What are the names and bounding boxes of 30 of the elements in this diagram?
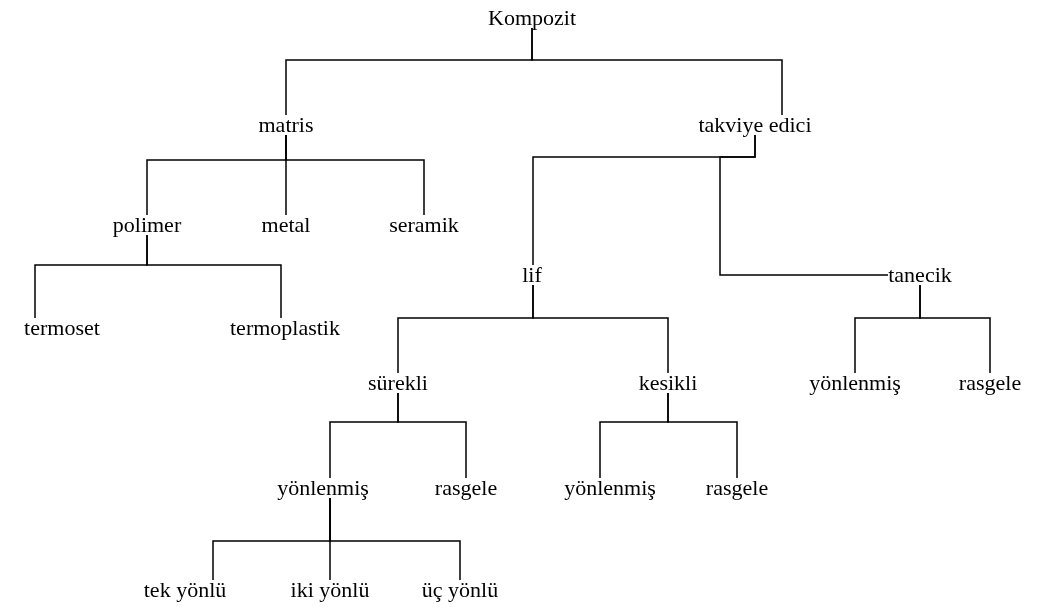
term-label: sürekli (368, 370, 428, 396)
connector-line (146, 234, 282, 319)
term-label: termoset (24, 315, 100, 341)
term-label: rasgele (434, 475, 498, 501)
term-label: iki yönlü (290, 577, 370, 603)
term-label: yönlenmiş (809, 370, 901, 396)
term-label: yönlenmiş (564, 475, 656, 501)
term-label: matris (258, 112, 314, 138)
term-label: üç yönlü (421, 577, 499, 603)
term-label: Kompozit (488, 5, 576, 31)
term-label: termoplastik (230, 315, 340, 341)
term-label: kesikli (638, 370, 698, 396)
term-label: yönlenmiş (277, 475, 369, 501)
connector-line (532, 284, 669, 374)
term-label: rasgele (705, 475, 769, 501)
term-label: takviye edici (698, 112, 812, 138)
connector-line (719, 134, 889, 276)
term-label: tanecik (888, 262, 952, 288)
connector-line (667, 392, 738, 479)
connector-line (397, 392, 467, 479)
connector-line (919, 284, 991, 374)
term-label: polimer (112, 212, 182, 238)
term-label: metal (261, 212, 311, 238)
term-label: seramik (389, 212, 459, 238)
connector-line (531, 27, 783, 116)
connector-line (285, 134, 425, 216)
term-label: lif (522, 262, 542, 288)
term-label: rasgele (958, 370, 1022, 396)
connector-line (329, 497, 461, 581)
term-label: tek yönlü (143, 577, 227, 603)
